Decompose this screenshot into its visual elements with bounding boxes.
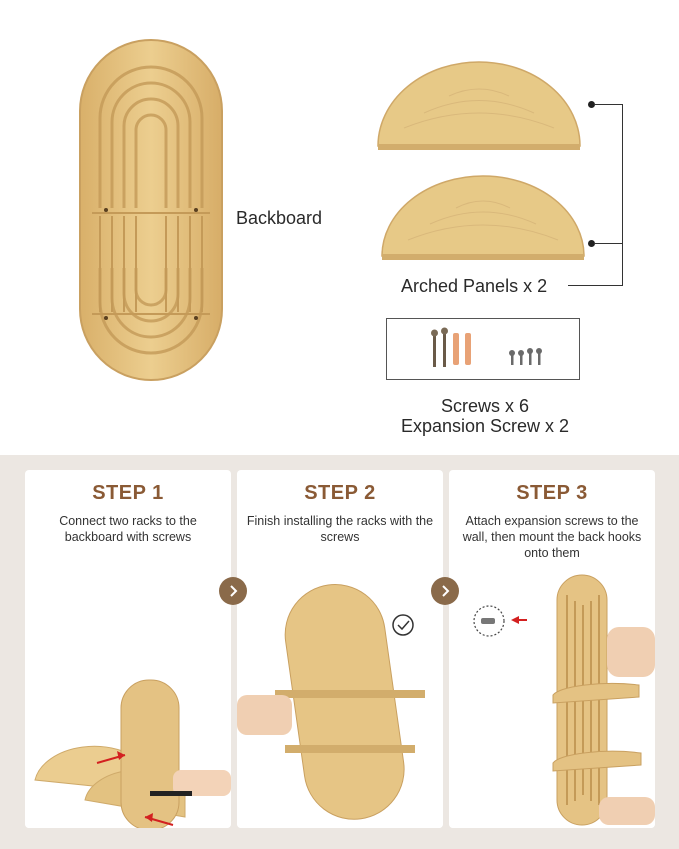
backboard-image (79, 39, 223, 381)
connector-line (622, 104, 623, 286)
screws-count-label: Screws x 6 (440, 396, 530, 416)
check-circle-icon (392, 614, 414, 636)
step-description: Attach expansion screws to the wall, the… (462, 514, 642, 560)
step-description: Finish installing the racks with the scr… (246, 514, 434, 544)
step-description: Connect two racks to the backboard with … (59, 514, 197, 544)
chevron-right-icon (230, 585, 238, 597)
step-3-photo (449, 565, 655, 828)
step-1-photo (25, 565, 231, 828)
screws-image (431, 327, 542, 367)
arched-panel-bottom-image (381, 175, 585, 260)
expansion-screw-icon (473, 605, 505, 637)
connector-dot-bottom (588, 240, 595, 247)
step-2-photo (237, 565, 443, 828)
hardware-box (386, 318, 580, 380)
step-title: STEP 3 (516, 482, 588, 504)
next-step-button[interactable] (219, 577, 247, 605)
step-card-2: STEP 2 Finish installing the racks with … (237, 470, 443, 828)
connector-line (594, 104, 623, 105)
next-step-button[interactable] (431, 577, 459, 605)
step-title: STEP 1 (92, 482, 164, 504)
step-card-1: STEP 1 Connect two racks to the backboar… (25, 470, 231, 828)
arched-panels-label: Arched Panels x 2 (401, 276, 548, 296)
step-card-3: STEP 3 Attach expansion screws to the wa… (449, 470, 655, 828)
arched-panel-top-image (377, 61, 581, 150)
step-title: STEP 2 (304, 482, 376, 504)
parts-section: Backboard Arched Panels x 2 (79, 39, 623, 436)
backboard-label: Backboard (236, 208, 323, 228)
hardware-label: Screws x 6 Expansion Screw x 2 (380, 396, 590, 436)
connector-line (568, 285, 623, 286)
chevron-right-icon (442, 585, 450, 597)
connector-line (594, 243, 623, 244)
expansion-screw-count-label: Expansion Screw x 2 (400, 416, 570, 436)
connector-dot-top (588, 101, 595, 108)
